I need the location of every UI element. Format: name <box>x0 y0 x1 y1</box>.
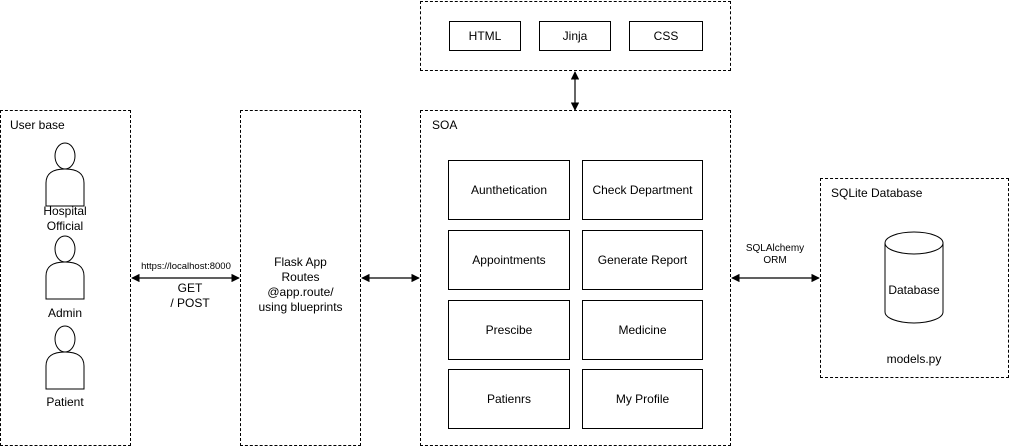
service-appointments: Appointments <box>448 230 570 290</box>
service-check-department: Check Department <box>582 160 703 220</box>
jinja-box: Jinja <box>539 21 611 51</box>
orm-line2: ORM <box>763 255 787 266</box>
hospital-official-line2: Official <box>46 219 84 233</box>
orm-label: SQLAlchemy ORM <box>735 243 815 267</box>
http-method-get: GET <box>177 281 203 295</box>
service-my-profile: My Profile <box>582 369 703 429</box>
hospital-official-label: Hospital Official <box>25 204 105 234</box>
patient-label: Patient <box>46 395 84 409</box>
flask-description: Flask App Routes @app.route/ using bluep… <box>240 255 361 315</box>
hospital-official-actor-icon <box>45 142 85 207</box>
hospital-official-line1: Hospital <box>43 204 87 218</box>
soa-title: SOA <box>432 118 458 132</box>
database-cylinder-label: Database <box>888 283 940 297</box>
localhost-url-label: https://localhost:8000 <box>132 259 240 274</box>
flask-group <box>240 110 361 446</box>
service-prescribe: Prescibe <box>448 300 570 360</box>
patient-actor-icon <box>45 325 85 390</box>
css-box: CSS <box>629 21 703 51</box>
flask-line-1: Flask App <box>274 255 327 269</box>
service-patients: Patienrs <box>448 369 570 429</box>
models-py-label: models.py <box>886 352 942 366</box>
orm-line1: SQLAlchemy <box>745 243 805 254</box>
admin-actor-icon <box>45 235 85 300</box>
html-box: HTML <box>449 21 521 51</box>
http-methods-label: GET / POST <box>140 281 240 311</box>
service-generate-report: Generate Report <box>582 230 703 290</box>
flask-line-4: using blueprints <box>258 300 343 314</box>
service-medicine: Medicine <box>582 300 703 360</box>
database-title: SQLite Database <box>831 186 923 200</box>
flask-line-2: Routes <box>281 270 320 284</box>
flask-line-3: @app.route/ <box>267 285 334 299</box>
admin-label: Admin <box>47 306 82 320</box>
user-base-title: User base <box>10 118 65 132</box>
service-authentication: Aunthetication <box>448 160 570 220</box>
http-method-post: / POST <box>170 296 210 310</box>
